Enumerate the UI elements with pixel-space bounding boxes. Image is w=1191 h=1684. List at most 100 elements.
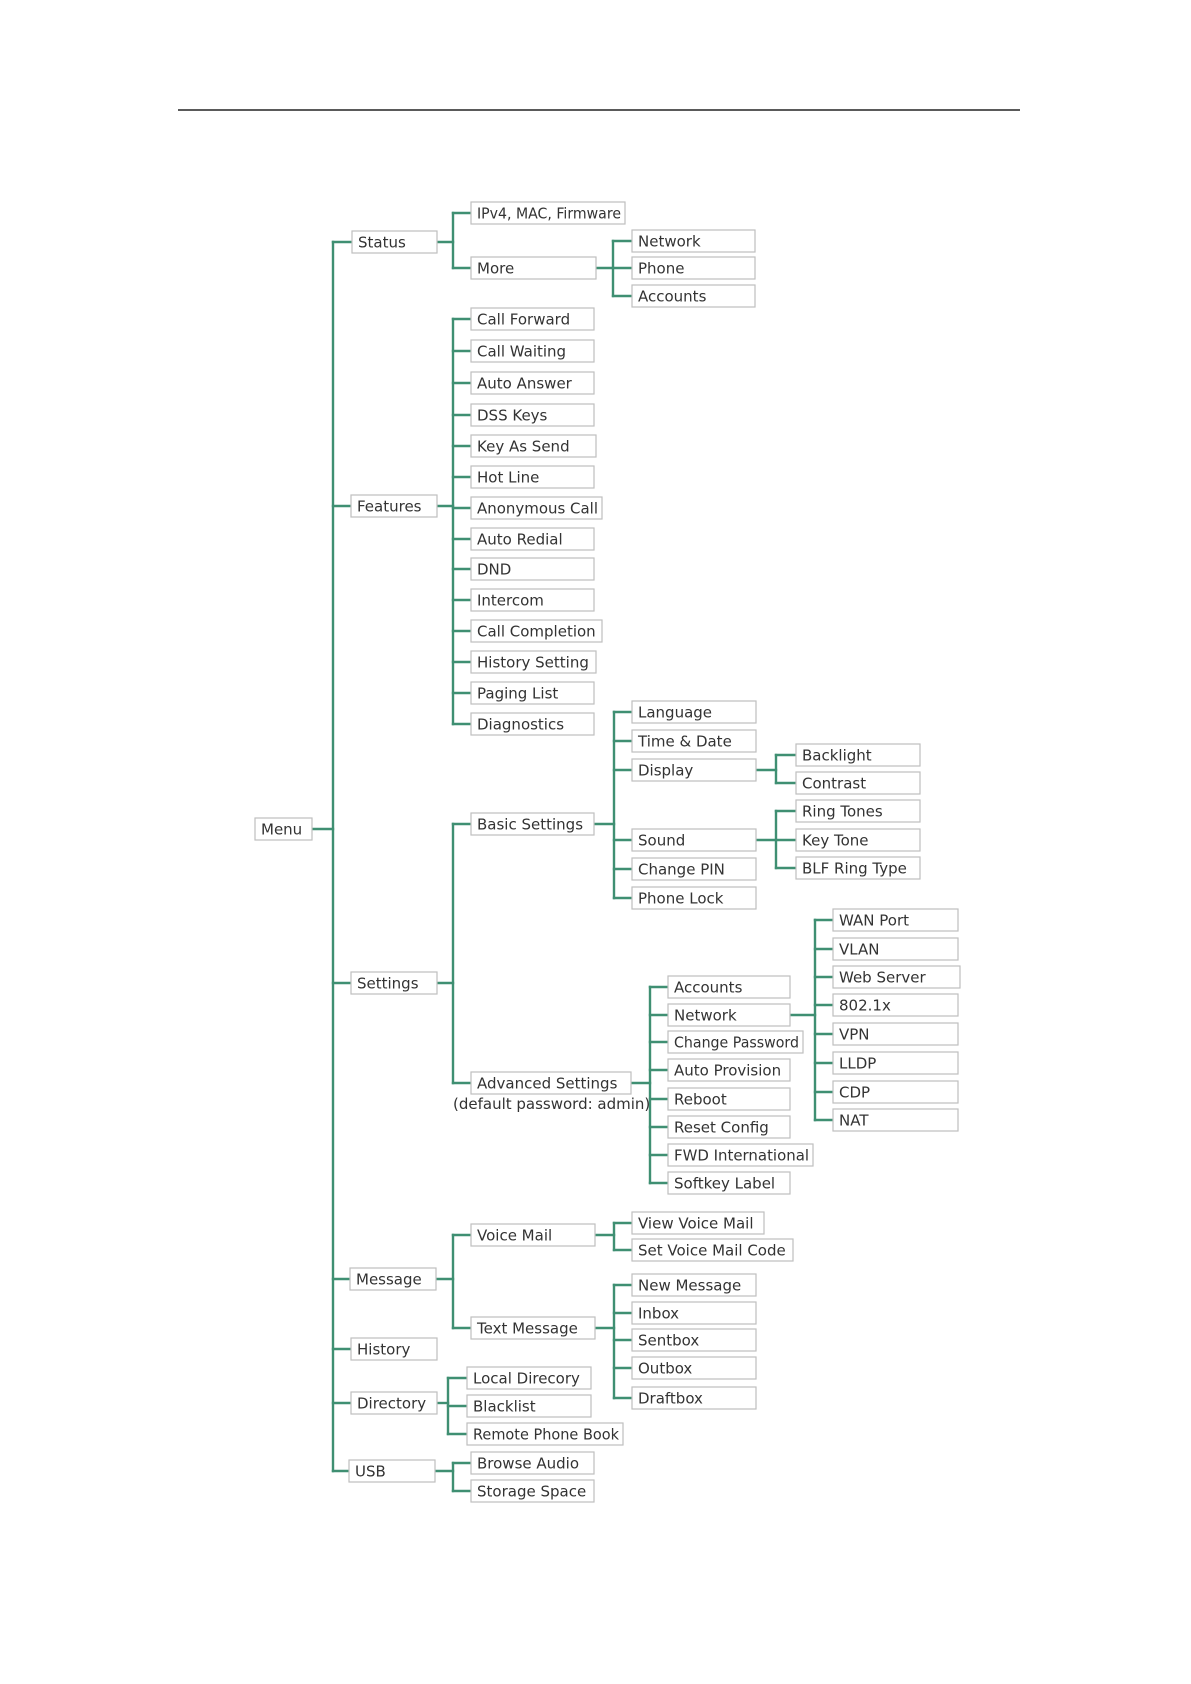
node-box xyxy=(631,229,756,253)
node-label: BLF Ring Type xyxy=(802,860,907,878)
node-label: Display xyxy=(638,762,693,780)
text-message-new-message-node: New Message xyxy=(631,1273,757,1297)
node-label: Outbox xyxy=(638,1360,692,1378)
node-box xyxy=(470,619,603,643)
directory-local-direcory-node: Local Direcory xyxy=(466,1366,592,1390)
node-label: Remote Phone Book xyxy=(473,1426,619,1444)
basic-sound-node: Sound xyxy=(631,828,757,852)
node-box xyxy=(350,1391,438,1415)
node-box xyxy=(470,496,603,520)
status-more-network-node: Network xyxy=(631,229,756,253)
node-box xyxy=(832,1080,959,1104)
node-box xyxy=(466,1366,592,1390)
node-label: Anonymous Call xyxy=(477,500,598,518)
node-box xyxy=(631,284,756,308)
basic-phone-lock-node: Phone Lock xyxy=(631,886,757,910)
node-box xyxy=(351,230,438,254)
node-label: Call Waiting xyxy=(477,343,566,361)
node-label: Settings xyxy=(357,975,419,993)
advanced-accounts-node: Accounts xyxy=(667,975,791,999)
node-box xyxy=(667,1087,791,1111)
status-node: Status xyxy=(351,230,438,254)
node-box xyxy=(795,828,921,852)
node-box xyxy=(667,1143,814,1167)
node-label: Intercom xyxy=(477,592,544,610)
node-label: IPv4, MAC, Firmware xyxy=(477,205,621,223)
directory-remote-phone-book-node: Remote Phone Book xyxy=(466,1422,624,1446)
node-label: Phone xyxy=(638,260,684,278)
status-more-phone-node: Phone xyxy=(631,256,756,280)
node-label: History xyxy=(357,1341,410,1359)
sound-key-tone-node: Key Tone xyxy=(795,828,921,852)
text-message-outbox-node: Outbox xyxy=(631,1356,757,1380)
node-box xyxy=(470,681,595,705)
adv-network-web-server-node: Web Server xyxy=(832,965,961,989)
node-label: Language xyxy=(638,704,712,722)
node-box xyxy=(349,1267,437,1291)
usb-storage-space-node: Storage Space xyxy=(470,1479,595,1503)
node-label: Message xyxy=(356,1271,422,1289)
node-box xyxy=(350,1337,438,1361)
node-box xyxy=(350,971,438,995)
display-backlight-node: Backlight xyxy=(795,743,921,767)
node-label: Sound xyxy=(638,832,685,850)
basic-display-node: Display xyxy=(631,758,757,782)
node-label: DSS Keys xyxy=(477,407,548,425)
advanced-softkey-label-node: Softkey Label xyxy=(667,1171,791,1195)
sound-blf-ring-type-node: BLF Ring Type xyxy=(795,856,921,880)
node-label: Hot Line xyxy=(477,469,539,487)
features-auto-answer-node: Auto Answer xyxy=(470,371,595,395)
node-box xyxy=(631,1238,794,1262)
node-box xyxy=(348,1459,436,1483)
node-label: Text Message xyxy=(476,1320,578,1338)
settings-advanced-settings-node: Advanced Settings xyxy=(470,1071,632,1095)
node-label: Inbox xyxy=(638,1305,679,1323)
adv-network-wan-port-node: WAN Port xyxy=(832,908,959,932)
node-label: Set Voice Mail Code xyxy=(638,1242,786,1260)
node-label: Ring Tones xyxy=(802,803,883,821)
node-box xyxy=(631,1356,757,1380)
node-box xyxy=(667,1003,791,1027)
features-call-completion-node: Call Completion xyxy=(470,619,603,643)
node-box xyxy=(631,857,757,881)
node-box xyxy=(470,1451,595,1475)
node-box xyxy=(832,1051,959,1075)
node-label: VLAN xyxy=(839,941,879,959)
node-box xyxy=(631,1211,765,1235)
text-message-sentbox-node: Sentbox xyxy=(631,1328,757,1352)
features-hot-line-node: Hot Line xyxy=(470,465,595,489)
node-label: Draftbox xyxy=(638,1390,703,1408)
node-label: History Setting xyxy=(477,654,589,672)
history-node: History xyxy=(350,1337,438,1361)
node-label: Phone Lock xyxy=(638,890,724,908)
node-box xyxy=(470,588,595,612)
node-label: Network xyxy=(638,233,701,251)
node-label: FWD International xyxy=(674,1147,809,1165)
text-message-draftbox-node: Draftbox xyxy=(631,1386,757,1410)
message-voice-mail-node: Voice Mail xyxy=(470,1223,596,1247)
adv-network-lldp-node: LLDP xyxy=(832,1051,959,1075)
node-box xyxy=(254,817,313,841)
text-message-inbox-node: Inbox xyxy=(631,1301,757,1325)
node-label: Menu xyxy=(261,821,302,839)
node-box xyxy=(832,965,961,989)
node-box xyxy=(470,812,595,836)
node-box xyxy=(631,886,757,910)
node-box xyxy=(832,1108,959,1132)
features-node: Features xyxy=(350,494,438,518)
node-box xyxy=(631,758,757,782)
node-label: More xyxy=(477,260,514,278)
node-box xyxy=(832,937,959,961)
node-label: Change Password xyxy=(674,1034,799,1052)
node-label: Advanced Settings xyxy=(477,1075,618,1093)
advanced-auto-provision-node: Auto Provision xyxy=(667,1058,791,1082)
display-contrast-node: Contrast xyxy=(795,771,921,795)
status-more-accounts-node: Accounts xyxy=(631,284,756,308)
features-call-waiting-node: Call Waiting xyxy=(470,339,595,363)
node-label: Directory xyxy=(357,1395,426,1413)
node-label: Change PIN xyxy=(638,861,725,879)
advanced-reset-config-node: Reset Config xyxy=(667,1115,791,1139)
node-box xyxy=(832,908,959,932)
sound-ring-tones-node: Ring Tones xyxy=(795,799,921,823)
features-diagnostics-node: Diagnostics xyxy=(470,712,595,736)
